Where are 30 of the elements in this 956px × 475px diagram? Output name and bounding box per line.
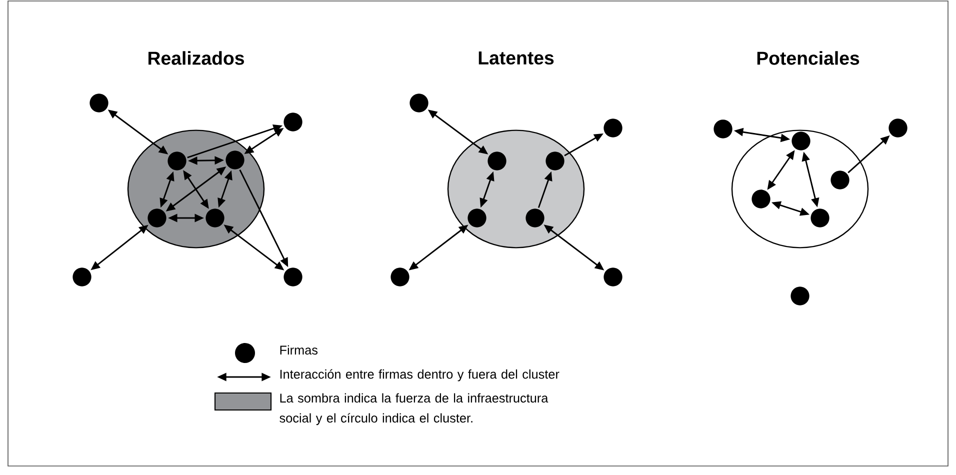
firm-dot bbox=[792, 132, 810, 150]
firm-dot bbox=[546, 152, 564, 170]
firm-dot bbox=[810, 208, 830, 228]
firm-dot bbox=[830, 170, 850, 190]
firm-dot bbox=[488, 152, 506, 170]
firm-dot bbox=[752, 190, 770, 208]
firm-dot bbox=[226, 150, 244, 170]
cluster-ellipse bbox=[447, 130, 585, 248]
firm-dot bbox=[148, 208, 166, 228]
legend-text: La sombra indica la fuerza de la infraestructura social y el círculo indica el cluster. bbox=[280, 393, 548, 426]
firm-dot bbox=[390, 268, 410, 286]
firm-dot bbox=[714, 120, 732, 138]
cluster-title: Latentes bbox=[478, 52, 554, 65]
firm-dot bbox=[90, 94, 108, 112]
firm-dot bbox=[168, 152, 186, 170]
firm-dot bbox=[284, 268, 302, 286]
firm-dot bbox=[410, 94, 428, 112]
firm-dot bbox=[206, 208, 224, 228]
firm-dot bbox=[468, 208, 486, 228]
firm-dot bbox=[604, 118, 622, 138]
firm-dot bbox=[888, 118, 908, 138]
cluster-title: Potenciales bbox=[757, 51, 860, 65]
firm-dot bbox=[72, 268, 92, 286]
firm-dot bbox=[284, 112, 302, 132]
firm-dot bbox=[604, 268, 622, 286]
legend-text: Interacción entre firmas dentro y fuera del cluster bbox=[280, 369, 560, 382]
firm-dot bbox=[526, 208, 544, 228]
legend-text: Firmas bbox=[280, 345, 318, 355]
cluster-title: Realizados bbox=[148, 51, 244, 65]
firm-dot bbox=[790, 286, 810, 306]
